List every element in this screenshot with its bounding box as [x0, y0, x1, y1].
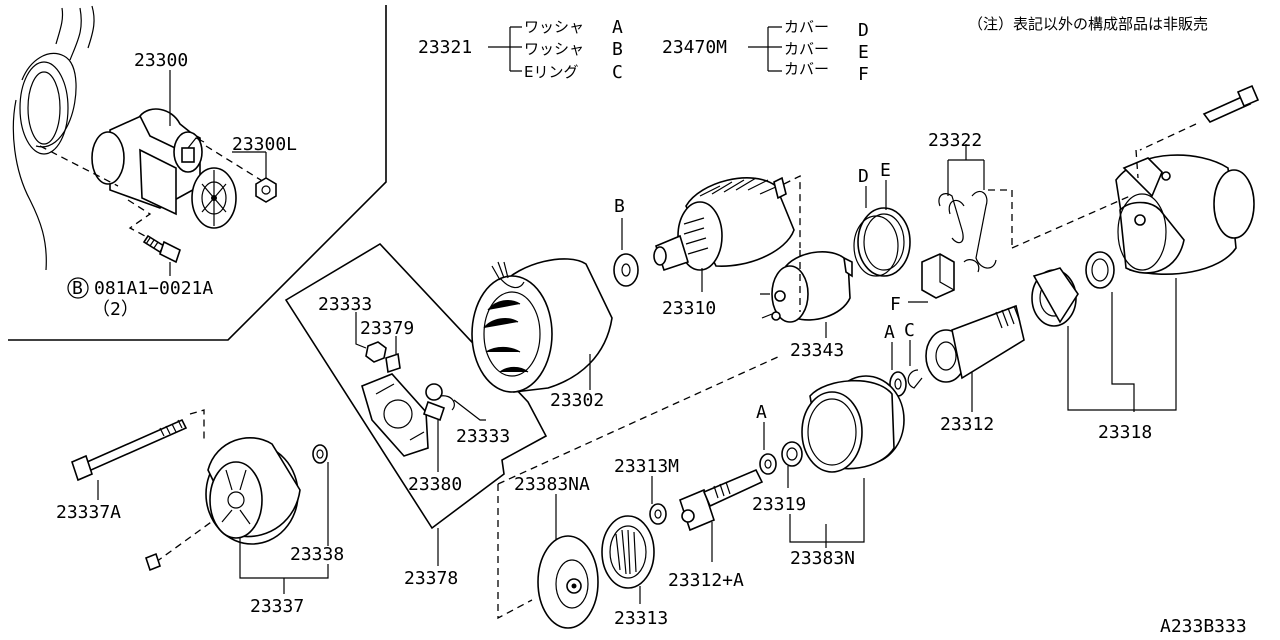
- starter-motor-23300: [91, 108, 237, 229]
- legend-item-letter: A: [612, 17, 623, 38]
- legend-item-name: カバー: [784, 60, 829, 78]
- legend-23470m: 23470M カバー D カバー E カバー F: [662, 18, 869, 85]
- washer-a-lower: [759, 422, 777, 475]
- label-23310: 23310: [662, 298, 716, 319]
- clutch-23313: [601, 515, 655, 604]
- label-23333-upper: 23333: [318, 294, 372, 315]
- nut-23300l: [255, 177, 277, 203]
- legend-item-letter: C: [612, 62, 623, 83]
- inset-panel: 23300 23300L B 081A1−0021A （2）: [8, 5, 387, 341]
- rear-cover-23337: [145, 436, 301, 572]
- label-23383na: 23383NA: [514, 474, 590, 495]
- ring-23383n: [789, 375, 905, 548]
- legend-part-23470m: 23470M: [662, 37, 727, 58]
- label-letter-b: B: [614, 196, 625, 217]
- label-23318: 23318: [1098, 422, 1152, 443]
- label-23319: 23319: [752, 494, 806, 515]
- label-bolt-circle-b: B: [72, 278, 83, 299]
- cover-f: [908, 253, 955, 303]
- armature-23310: [653, 174, 801, 292]
- legend-item-letter: F: [858, 64, 869, 85]
- label-23300: 23300: [134, 50, 188, 71]
- label-bolt-number: 081A1−0021A: [94, 278, 213, 299]
- bolt-b-circle: [67, 277, 89, 299]
- legend-item-letter: B: [612, 39, 623, 60]
- label-letter-a-upper: A: [884, 322, 895, 343]
- brush-nut-upper: [365, 341, 387, 363]
- label-23300l: 23300L: [232, 134, 297, 155]
- label-letter-a-lower: A: [756, 402, 767, 423]
- bushing-23338: [312, 444, 328, 464]
- e-ring-c: [907, 340, 923, 389]
- pinion-23312a: [679, 468, 764, 562]
- label-letter-f: F: [890, 294, 901, 315]
- label-23302: 23302: [550, 390, 604, 411]
- washer-b: [613, 218, 639, 287]
- label-23312: 23312: [940, 414, 994, 435]
- label-23312a: 23312+A: [668, 570, 744, 591]
- legend-item-name: Eリング: [524, 63, 578, 81]
- non-sale-note: （注）表記以外の構成部品は非販売: [968, 15, 1208, 33]
- legend-item-letter: E: [858, 42, 869, 63]
- label-23343: 23343: [790, 340, 844, 361]
- legend-part-23321: 23321: [418, 37, 472, 58]
- label-23378: 23378: [404, 568, 458, 589]
- label-bolt-qty: （2）: [92, 299, 139, 320]
- label-23322: 23322: [928, 130, 982, 151]
- collar-23313m: [649, 476, 667, 525]
- legend-23321: 23321 ワッシャ A ワッシャ B Eリング C: [418, 17, 623, 83]
- legend-item-name: カバー: [784, 40, 829, 58]
- label-23313: 23313: [614, 608, 668, 629]
- label-23337: 23337: [250, 596, 304, 617]
- label-23383n: 23383N: [790, 548, 855, 569]
- label-letter-e: E: [880, 160, 891, 181]
- cover-plate-23383na: [537, 494, 599, 629]
- through-bolt-23337a: [71, 418, 188, 500]
- label-letter-d: D: [858, 166, 869, 187]
- legend-item-name: ワッシャ: [524, 18, 584, 36]
- cover-d-e: [853, 180, 911, 277]
- label-23313m: 23313M: [614, 456, 679, 477]
- bolt-081a1: [142, 234, 181, 264]
- solenoid-23343: [760, 250, 853, 338]
- brush-holder-frame: 23333 23379 23333 23380 23378: [284, 242, 548, 589]
- label-23380: 23380: [408, 474, 462, 495]
- label-letter-c: C: [904, 320, 915, 341]
- legend-item-name: カバー: [784, 18, 829, 36]
- bushing-23319: [781, 441, 803, 488]
- label-23379: 23379: [360, 318, 414, 339]
- legend-item-name: ワッシャ: [524, 40, 584, 58]
- shaft-23312: [925, 304, 1025, 412]
- brush-clip-23379: [385, 352, 401, 374]
- front-housing-23318: [1031, 84, 1260, 412]
- label-23338: 23338: [290, 544, 344, 565]
- legend-item-letter: D: [858, 20, 869, 41]
- springs-23322: [938, 144, 1013, 273]
- label-23333-lower: 23333: [456, 426, 510, 447]
- brush-spring-23380: [422, 383, 455, 422]
- drawing-code: A233B333: [1160, 616, 1247, 637]
- label-23337a: 23337A: [56, 502, 121, 523]
- yoke-23302: [471, 258, 613, 393]
